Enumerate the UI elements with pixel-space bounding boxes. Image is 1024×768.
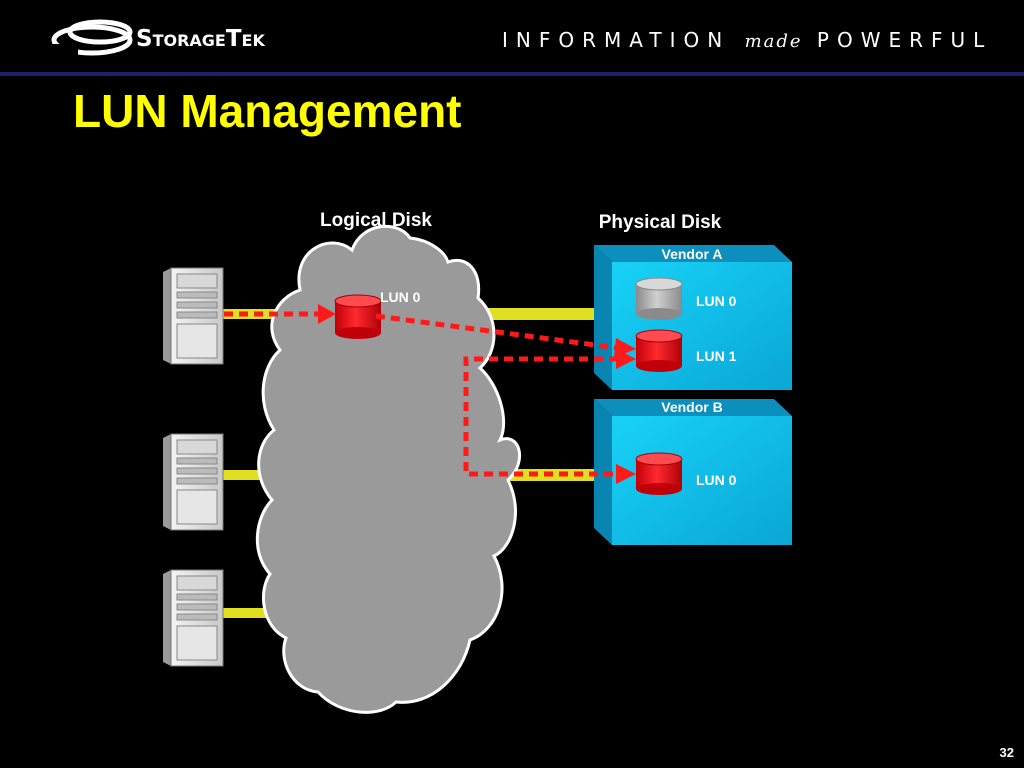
brand-name: StorageTek bbox=[136, 26, 265, 52]
path-loop-to-vendor-b bbox=[463, 356, 618, 477]
arrowheads bbox=[318, 304, 636, 484]
slide-number: 32 bbox=[999, 745, 1014, 760]
physical-disk-label: Physical Disk bbox=[599, 212, 722, 233]
page-title: LUN Management bbox=[73, 85, 462, 137]
vendor-a-lun1-label: LUN 1 bbox=[696, 348, 737, 364]
vendor-b-label: Vendor B bbox=[661, 399, 722, 415]
vendor-a-lun1-cylinder bbox=[635, 329, 683, 372]
vendor-b-lun0-label: LUN 0 bbox=[696, 472, 737, 488]
server-icon bbox=[163, 267, 224, 365]
vendor-a-lun0-label: LUN 0 bbox=[696, 293, 737, 309]
vendor-a-lun0-cylinder bbox=[635, 277, 683, 320]
tagline-left: INFORMATION bbox=[502, 28, 731, 52]
tagline-mid: made bbox=[744, 31, 803, 52]
header-divider bbox=[0, 72, 1024, 76]
server-icon bbox=[163, 569, 224, 667]
vendor-a-box bbox=[594, 245, 792, 390]
logical-lun-label: LUN 0 bbox=[380, 289, 421, 305]
tagline-right: POWERFUL bbox=[816, 28, 993, 52]
header-bar: StorageTek INFORMATION made POWERFUL bbox=[0, 0, 1024, 76]
vendor-b-lun0-cylinder bbox=[635, 452, 683, 495]
logical-disk-cloud bbox=[255, 224, 521, 714]
logical-disk-label: Logical Disk bbox=[320, 210, 432, 231]
path-logical-to-vendor-a-lun1 bbox=[375, 313, 619, 351]
logical-lun0-cylinder bbox=[334, 294, 382, 339]
mapping-paths bbox=[224, 311, 619, 477]
vendor-a-label: Vendor A bbox=[662, 246, 723, 262]
link-vendor-a bbox=[470, 308, 605, 320]
tagline: INFORMATION made POWERFUL bbox=[502, 28, 992, 52]
server-icon bbox=[163, 433, 224, 531]
storagetek-logo-icon bbox=[48, 19, 133, 58]
